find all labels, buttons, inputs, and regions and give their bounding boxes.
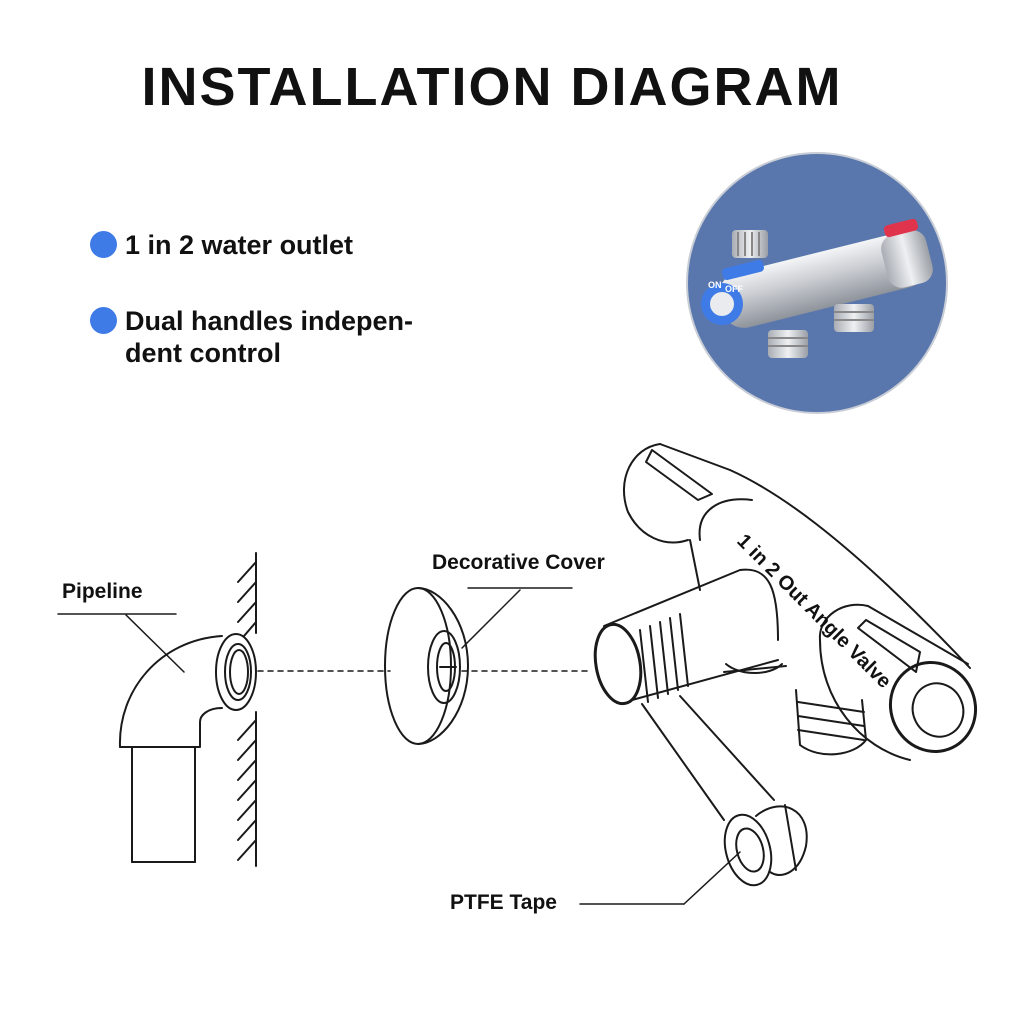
feature-item: 1 in 2 water outlet [90, 229, 353, 261]
decorative-cover-label: Decorative Cover [432, 551, 605, 574]
ptfe-tape-label: PTFE Tape [450, 891, 557, 914]
wall-hatching [237, 552, 257, 867]
valve-body [719, 232, 927, 328]
pipeline-label: Pipeline [62, 580, 143, 603]
product-photo: ON OFF [686, 152, 948, 414]
ptfe-tape [641, 695, 808, 887]
blue-handle-icon [722, 259, 764, 281]
off-text: OFF [725, 284, 743, 294]
feature-text: 1 in 2 water outlet [125, 230, 354, 260]
outlet-threads [768, 304, 874, 358]
right-end-cap [881, 230, 933, 288]
feature-text: Dual handles indepen-dent control [125, 306, 414, 368]
inlet-thread [732, 230, 768, 258]
pipeline-elbow [118, 633, 257, 863]
on-text: ON [708, 280, 722, 290]
angle-valve-photo: ON OFF [701, 218, 933, 358]
page-title: INSTALLATION DIAGRAM [141, 57, 843, 117]
decorative-cover [384, 587, 469, 745]
leader-lines [57, 587, 741, 905]
bullet-icon [90, 231, 117, 258]
bullet-icon [90, 307, 117, 334]
angle-valve-drawing [593, 443, 978, 761]
feature-item: Dual handles indepen-dent control [90, 305, 460, 369]
red-handle-icon [883, 218, 919, 238]
